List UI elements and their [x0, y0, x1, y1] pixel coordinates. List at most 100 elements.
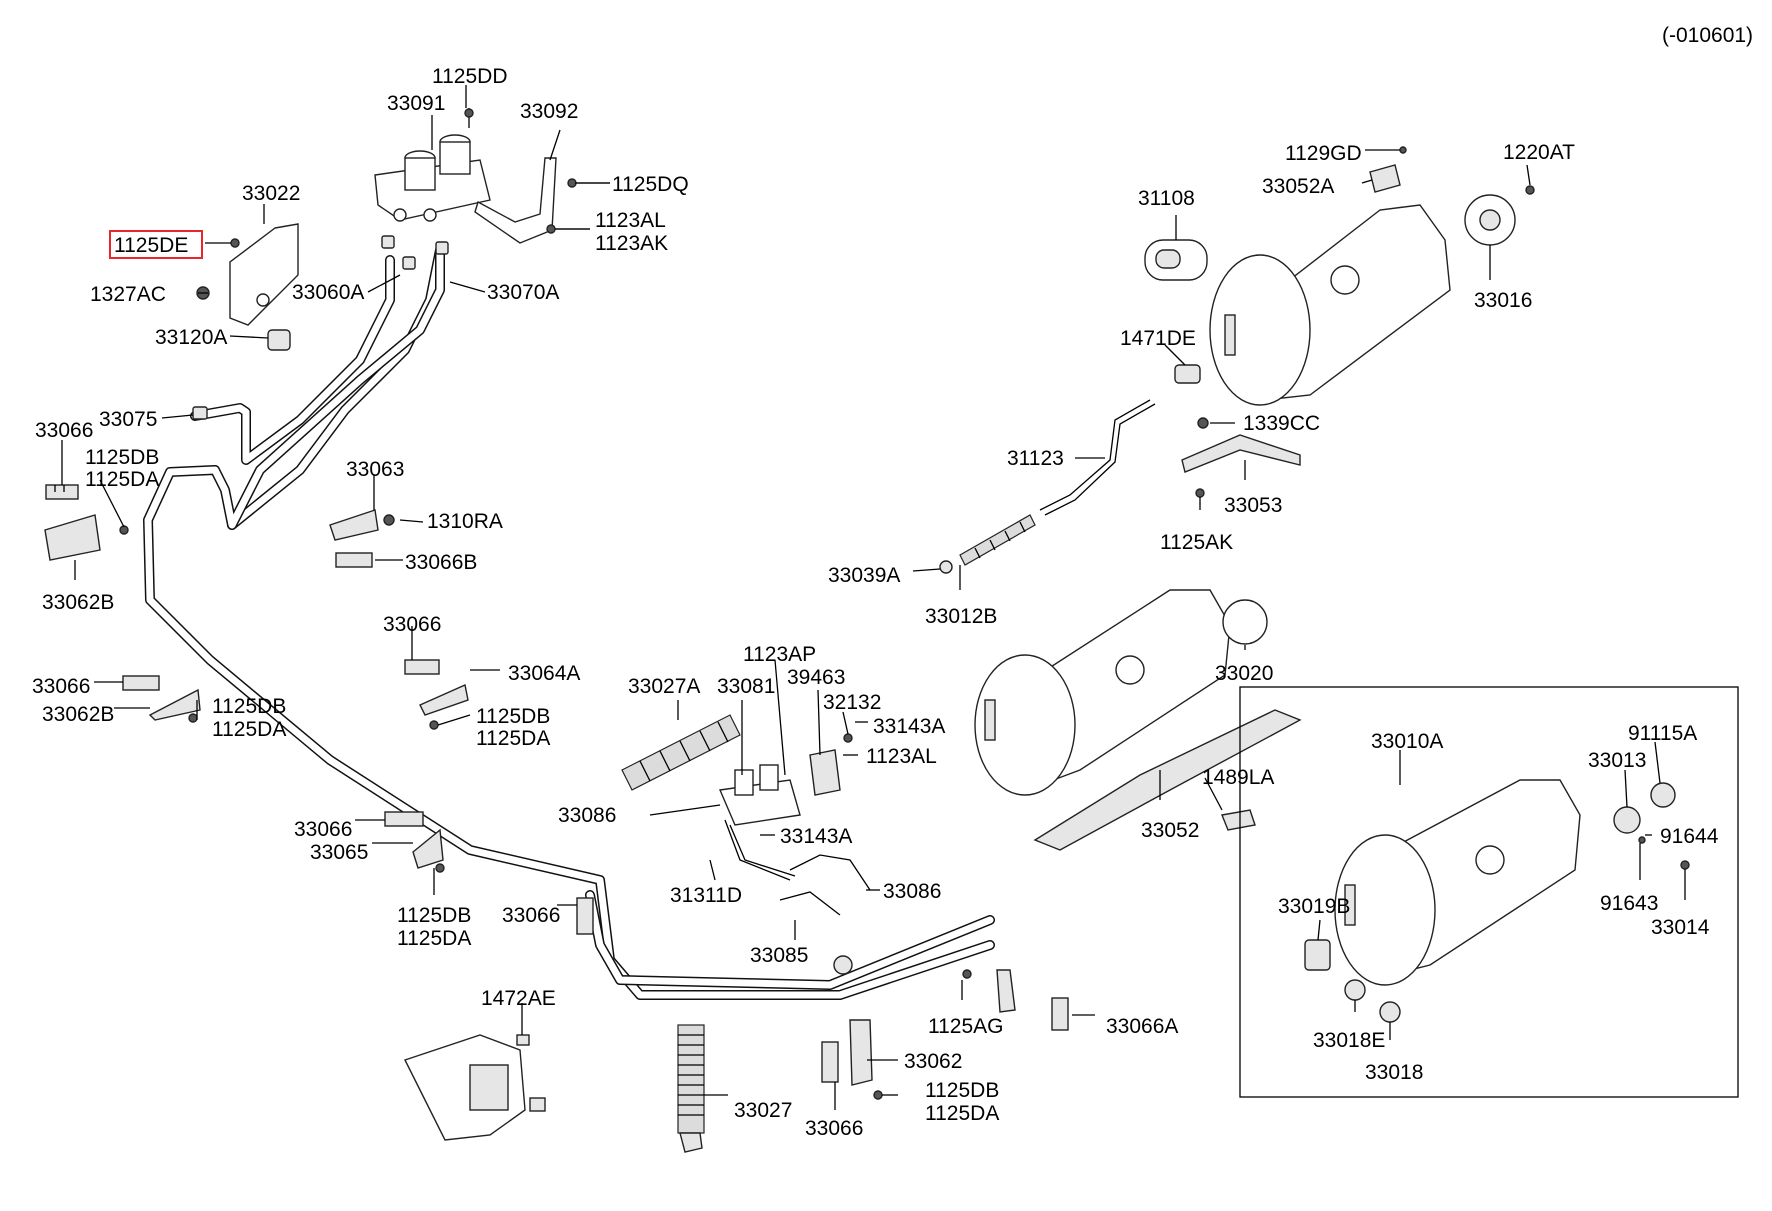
bushing-33120A[interactable]: [267, 329, 291, 351]
label-33019B[interactable]: 33019B: [1278, 895, 1350, 918]
cover-1472AE[interactable]: [404, 1034, 546, 1141]
bracket-33052A[interactable]: [1369, 164, 1401, 193]
label-1123AL-top[interactable]: 1123AL: [595, 209, 666, 232]
label-33066-d[interactable]: 33066: [294, 818, 352, 841]
tank-middle[interactable]: [974, 589, 1231, 796]
clip-33066-c[interactable]: [122, 675, 160, 691]
label-33062B-a[interactable]: 33062B: [42, 591, 114, 614]
label-33012B[interactable]: 33012B: [925, 605, 997, 628]
label-1125AG[interactable]: 1125AG: [928, 1015, 1004, 1038]
label-33086-a[interactable]: 33086: [558, 804, 616, 827]
label-33086-b[interactable]: 33086: [883, 880, 941, 903]
label-1125DA-a[interactable]: 1125DA: [85, 468, 159, 491]
label-33027A[interactable]: 33027A: [628, 675, 700, 698]
label-33066-a[interactable]: 33066: [35, 419, 93, 442]
label-33027[interactable]: 33027: [734, 1099, 792, 1122]
hose-33012B[interactable]: [959, 514, 1036, 566]
label-1125DB-b[interactable]: 1125DB: [212, 695, 286, 718]
label-33018E[interactable]: 33018E: [1313, 1029, 1385, 1052]
fitting-33075[interactable]: [192, 406, 208, 420]
label-33066-e[interactable]: 33066: [502, 904, 560, 927]
tank-lower[interactable]: [1334, 779, 1581, 986]
plate-33016[interactable]: [1464, 194, 1516, 246]
label-1125DB-d[interactable]: 1125DB: [397, 904, 471, 927]
label-33052A[interactable]: 33052A: [1262, 175, 1334, 198]
clip-33066B[interactable]: [335, 552, 373, 568]
label-33066B[interactable]: 33066B: [405, 551, 477, 574]
label-33065[interactable]: 33065: [310, 841, 368, 864]
label-1125DE[interactable]: 1125DE: [114, 234, 188, 257]
label-1125DB-a[interactable]: 1125DB: [85, 446, 159, 469]
bolt-1129GD[interactable]: [1399, 146, 1407, 154]
label-33091[interactable]: 33091: [387, 92, 445, 115]
label-33066-b[interactable]: 33066: [383, 613, 441, 636]
label-31108[interactable]: 31108: [1138, 187, 1195, 210]
bolt-1125AK[interactable]: [1195, 488, 1205, 498]
label-33010A[interactable]: 33010A: [1371, 730, 1443, 753]
clip-33066-d[interactable]: [384, 811, 424, 827]
label-1489LA[interactable]: 1489LA: [1202, 766, 1274, 789]
label-33062B-b[interactable]: 33062B: [42, 703, 114, 726]
valve-33019B[interactable]: [1304, 939, 1331, 971]
bracket-33065[interactable]: [412, 828, 445, 873]
label-1125DA-b[interactable]: 1125DA: [212, 718, 286, 741]
label-33064A[interactable]: 33064A: [508, 662, 580, 685]
bracket-33062B-b[interactable]: [148, 688, 201, 723]
bracket-33062[interactable]: [849, 1019, 883, 1100]
label-1123AP[interactable]: 1123AP: [743, 643, 816, 666]
clip-33066-a[interactable]: [45, 484, 79, 500]
label-1129GD[interactable]: 1129GD: [1285, 142, 1362, 165]
label-1125DD[interactable]: 1125DD: [432, 65, 508, 88]
label-1123AK[interactable]: 1123AK: [595, 232, 668, 255]
label-33063[interactable]: 33063: [346, 458, 404, 481]
fitting-32132[interactable]: [843, 733, 853, 743]
label-33062[interactable]: 33062: [904, 1050, 962, 1073]
bracket-33092[interactable]: [474, 157, 557, 244]
label-1472AE[interactable]: 1472AE: [481, 987, 556, 1010]
label-33085[interactable]: 33085: [750, 944, 808, 967]
label-1125AK[interactable]: 1125AK: [1160, 531, 1233, 554]
label-91643[interactable]: 91643: [1600, 892, 1658, 915]
bracket-33064A[interactable]: [419, 684, 469, 730]
pipe-31311D[interactable]: [724, 819, 796, 881]
label-33143A-a[interactable]: 33143A: [873, 715, 945, 738]
bracket-39463[interactable]: [809, 749, 841, 796]
label-33053[interactable]: 33053: [1224, 494, 1282, 517]
label-31123[interactable]: 31123: [1007, 447, 1064, 470]
gasket-31108[interactable]: [1144, 239, 1208, 281]
label-33018[interactable]: 33018: [1365, 1061, 1423, 1084]
label-1125DB-c[interactable]: 1125DB: [476, 705, 550, 728]
drain-33013[interactable]: [1613, 806, 1641, 834]
label-33013[interactable]: 33013: [1588, 749, 1646, 772]
label-33092[interactable]: 33092: [520, 100, 578, 123]
clip-33066-f[interactable]: [821, 1041, 839, 1083]
bracket-33052[interactable]: [1033, 709, 1302, 851]
label-1220AT[interactable]: 1220AT: [1503, 141, 1575, 164]
bracket-33063[interactable]: [329, 509, 379, 541]
label-91644[interactable]: 91644: [1660, 825, 1719, 848]
label-1123AL-mid[interactable]: 1123AL: [866, 745, 937, 768]
valve-1471DE[interactable]: [1174, 364, 1201, 384]
pipe-31123[interactable]: [1039, 399, 1156, 516]
label-32132[interactable]: 32132: [823, 691, 881, 714]
bolt-1125DB-DA-a[interactable]: [119, 525, 129, 535]
valve-33091[interactable]: [374, 134, 491, 222]
label-33143A-b[interactable]: 33143A: [780, 825, 852, 848]
label-33020[interactable]: 33020: [1215, 662, 1273, 685]
label-1125DB-e[interactable]: 1125DB: [925, 1079, 999, 1102]
label-33070A[interactable]: 33070A: [487, 281, 559, 304]
label-33052[interactable]: 33052: [1141, 819, 1199, 842]
bolt-33014[interactable]: [1680, 860, 1690, 870]
label-33066-f[interactable]: 33066: [805, 1117, 863, 1140]
label-33075[interactable]: 33075: [99, 408, 157, 431]
label-1471DE[interactable]: 1471DE: [1120, 327, 1196, 350]
valve-33018E[interactable]: [1344, 979, 1366, 1001]
label-1327AC[interactable]: 1327AC: [90, 283, 166, 306]
screw-1125DD[interactable]: [464, 108, 474, 128]
clip-33066A[interactable]: [1051, 997, 1069, 1031]
label-33014[interactable]: 33014: [1651, 916, 1710, 939]
label-33120A[interactable]: 33120A: [155, 326, 227, 349]
pipe-33085[interactable]: [779, 891, 853, 975]
label-31311D[interactable]: 31311D: [670, 884, 742, 907]
label-1125DA-c[interactable]: 1125DA: [476, 727, 550, 750]
